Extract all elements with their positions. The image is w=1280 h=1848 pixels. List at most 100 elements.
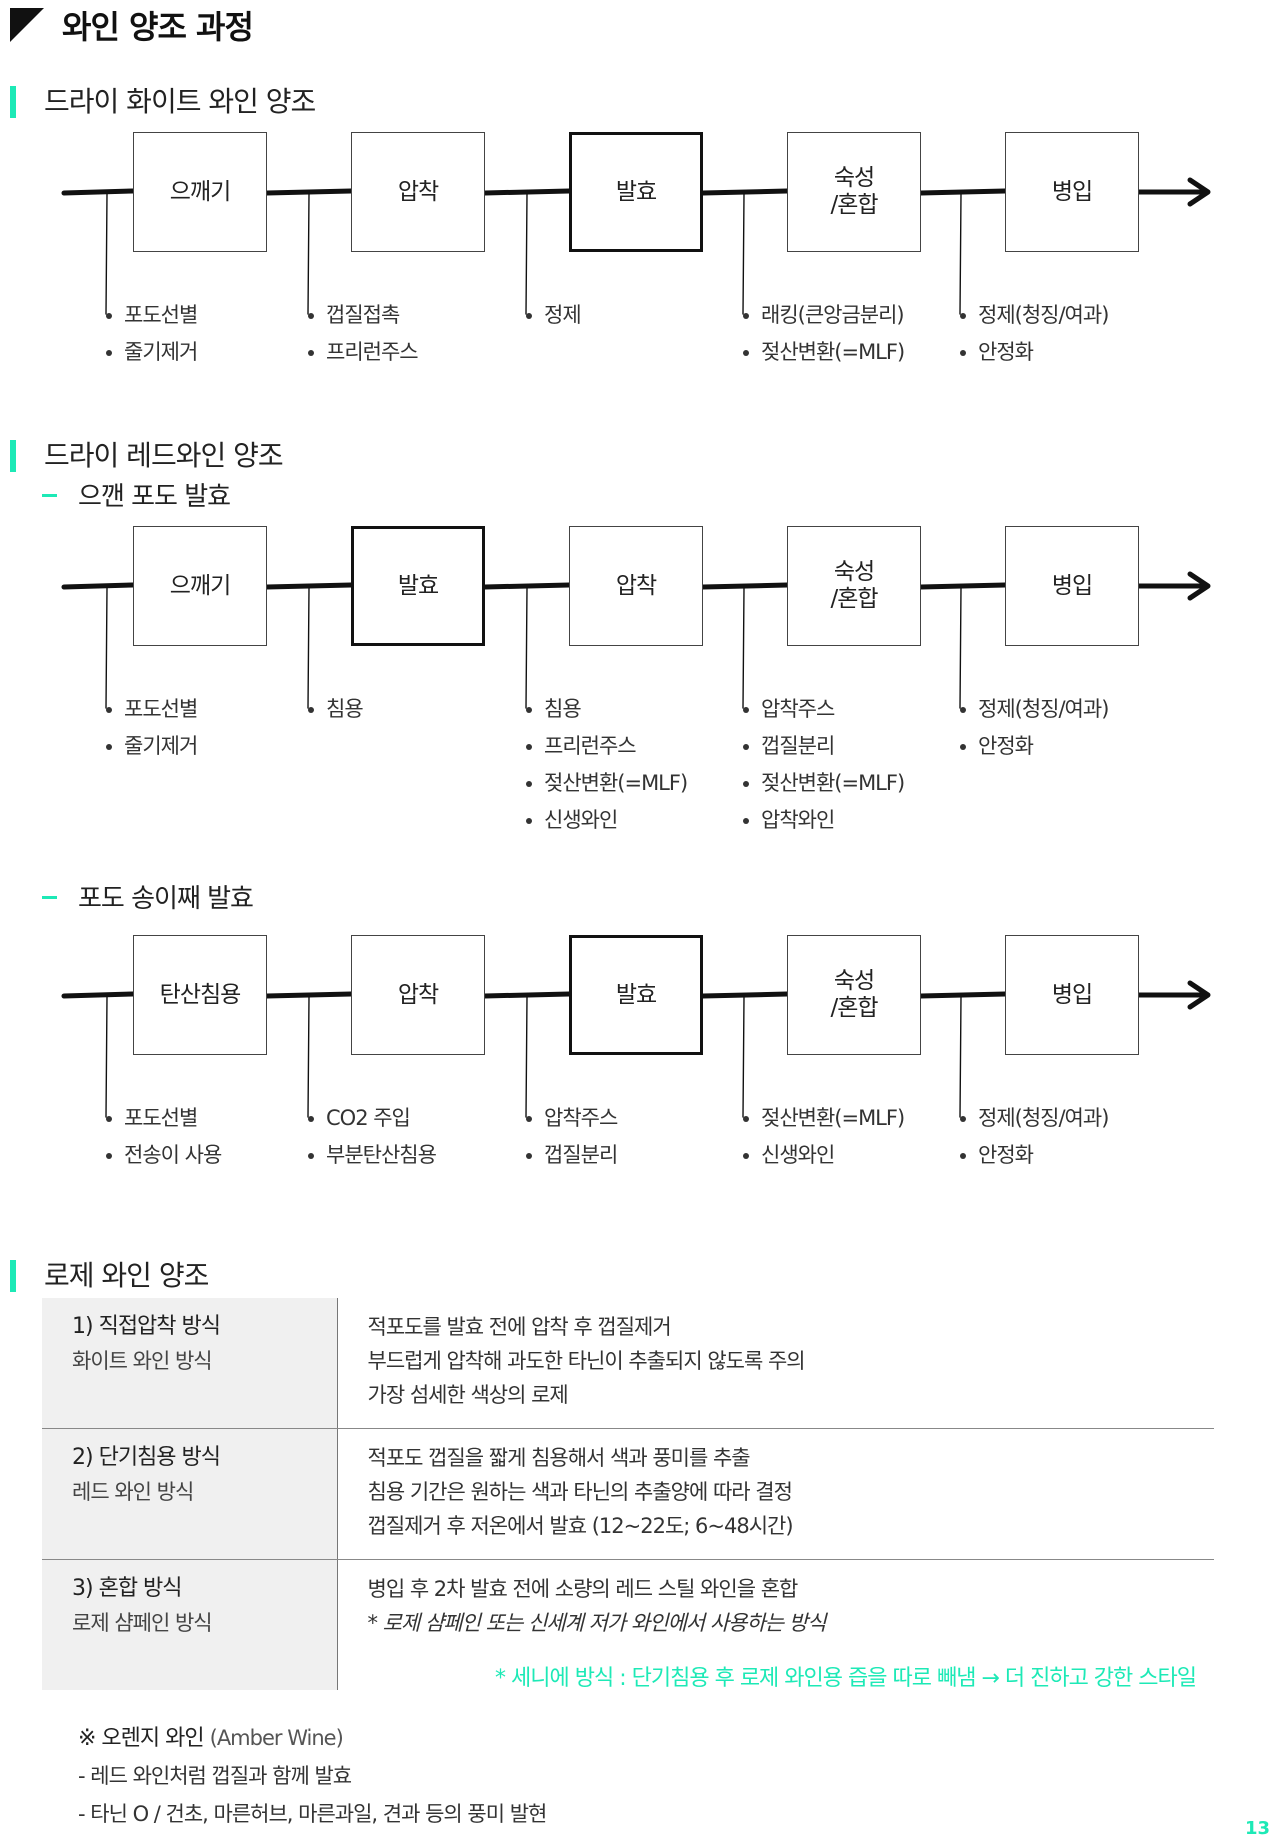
- orange-wine-title-ko: ※ 오렌지 와인: [78, 1726, 205, 1751]
- leader-line: [525, 193, 528, 315]
- step-notes: 정제(청징/여과)안정화: [954, 1100, 1154, 1174]
- process-step-label: 병입: [1051, 178, 1093, 205]
- leader-line: [105, 193, 108, 315]
- process-step-label: 숙성 /혼합: [830, 559, 878, 612]
- leader-line: [959, 996, 962, 1118]
- note-item: 포도선별: [100, 1100, 300, 1137]
- flow-connector: [700, 991, 790, 999]
- description-cell: 적포도를 발효 전에 압착 후 껍질제거 부드럽게 압착해 과도한 타닌이 추출…: [337, 1298, 1214, 1429]
- step-notes: 정제(청징/여과)안정화: [954, 297, 1154, 371]
- page-title: 와인 양조 과정: [62, 8, 254, 46]
- note-item: 침용: [520, 691, 720, 728]
- subsection-title-crushed: 으깬 포도 발효: [78, 482, 231, 512]
- process-step-label: 발효: [397, 572, 439, 599]
- note-item: 껍질분리: [520, 1137, 720, 1174]
- process-step-box: 숙성 /혼합: [787, 935, 921, 1055]
- description-line: 병입 후 2차 발효 전에 소량의 레드 스틸 와인을 혼합: [367, 1577, 799, 1601]
- process-step-label: 압착: [397, 981, 439, 1008]
- note-item: 안정화: [954, 1137, 1154, 1174]
- note-item: 줄기제거: [100, 728, 300, 765]
- step-notes: 정제(청징/여과)안정화: [954, 691, 1154, 765]
- step-notes: 침용: [302, 691, 502, 728]
- section-title-red: 드라이 레드와인 양조: [44, 439, 284, 472]
- note-item: 줄기제거: [100, 334, 300, 371]
- orange-wine-title: ※ 오렌지 와인 (Amber Wine): [78, 1720, 546, 1757]
- description-cell: 병입 후 2차 발효 전에 소량의 레드 스틸 와인을 혼합 * 로제 샴페인 …: [337, 1560, 1214, 1691]
- process-step-box: 탄산침용: [133, 935, 267, 1055]
- arrow-head-icon: [1187, 980, 1211, 1010]
- note-item: 포도선별: [100, 691, 300, 728]
- process-step-box: 숙성 /혼합: [787, 526, 921, 646]
- leader-line: [525, 587, 528, 709]
- process-step-label: 병입: [1051, 572, 1093, 599]
- process-step-box: 압착: [351, 132, 485, 252]
- process-step-box: 압착: [569, 526, 703, 646]
- leader-line: [105, 996, 108, 1118]
- note-item: 부분탄산침용: [302, 1137, 502, 1174]
- note-item: 정제(청징/여과): [954, 691, 1154, 728]
- flow-connector-lines: [61, 980, 1211, 1118]
- method-cell: 1) 직접압착 방식 화이트 와인 방식: [42, 1298, 338, 1429]
- table-row: 3) 혼합 방식 로제 샴페인 방식 병입 후 2차 발효 전에 소량의 레드 …: [42, 1559, 1214, 1691]
- flow-connector: [918, 582, 1008, 590]
- process-step-box: 발효: [569, 935, 703, 1055]
- process-step-label: 숙성 /혼합: [830, 968, 878, 1021]
- method-sub: 화이트 와인 방식: [72, 1349, 213, 1373]
- orange-wine-line: - 타닌 O / 건초, 마른허브, 마른과일, 견과 등의 풍미 발현: [78, 1802, 547, 1826]
- process-step-box: 병입: [1005, 132, 1139, 252]
- process-step-box: 병입: [1005, 935, 1139, 1055]
- method-name: 3) 혼합 방식: [72, 1576, 183, 1601]
- process-step-label: 발효: [615, 178, 657, 205]
- description-line: 적포도 껍질을 짧게 침용해서 색과 풍미를 추출: [367, 1446, 751, 1470]
- note-item: 압착주스: [520, 1100, 720, 1137]
- flow-connector: [482, 582, 572, 590]
- method-name: 2) 단기침용 방식: [72, 1445, 221, 1470]
- method-cell: 2) 단기침용 방식 레드 와인 방식: [42, 1428, 338, 1560]
- arrow-head-icon: [1187, 571, 1211, 601]
- note-item: 포도선별: [100, 297, 300, 334]
- leader-line: [959, 587, 962, 709]
- process-step-label: 병입: [1051, 981, 1093, 1008]
- leader-line: [105, 587, 108, 709]
- flow-connector: [61, 188, 136, 196]
- flow-connector: [918, 991, 1008, 999]
- flow-connector: [61, 991, 136, 999]
- note-item: 래킹(큰앙금분리): [737, 297, 937, 334]
- process-step-label: 숙성 /혼합: [830, 165, 878, 218]
- section-marker-white: [10, 86, 16, 118]
- leader-line: [742, 587, 745, 709]
- method-cell: 3) 혼합 방식 로제 샴페인 방식: [42, 1559, 338, 1690]
- note-item: 안정화: [954, 728, 1154, 765]
- section-marker-rose: [10, 1260, 16, 1292]
- note-item: 젖산변환(=MLF): [737, 334, 937, 371]
- process-step-box: 압착: [351, 935, 485, 1055]
- method-name: 1) 직접압착 방식: [72, 1314, 221, 1339]
- note-item: 젖산변환(=MLF): [737, 765, 937, 802]
- process-step-label: 으깨기: [169, 178, 231, 205]
- subsection-title-whole: 포도 송이째 발효: [78, 884, 254, 914]
- description-line: 부드럽게 압착해 과도한 타닌이 추출되지 않도록 주의: [367, 1349, 806, 1373]
- leader-line: [742, 996, 745, 1118]
- page-number: 13: [1244, 1818, 1270, 1839]
- leader-line: [307, 996, 310, 1118]
- table-row: 2) 단기침용 방식 레드 와인 방식 적포도 껍질을 짧게 침용해서 색과 풍…: [42, 1428, 1214, 1560]
- process-step-label: 으깨기: [169, 572, 231, 599]
- note-item: 침용: [302, 691, 502, 728]
- process-step-box: 으깨기: [133, 132, 267, 252]
- flow-connector: [482, 188, 572, 196]
- flow-connector: [700, 188, 790, 196]
- process-step-box: 병입: [1005, 526, 1139, 646]
- section-title-rose: 로제 와인 양조: [44, 1259, 209, 1292]
- description-line: 침용 기간은 원하는 색과 타닌의 추출양에 따라 결정: [367, 1480, 793, 1504]
- note-item: 신생와인: [737, 1137, 937, 1174]
- section-marker-red: [10, 440, 16, 472]
- note-item: 프리런주스: [302, 334, 502, 371]
